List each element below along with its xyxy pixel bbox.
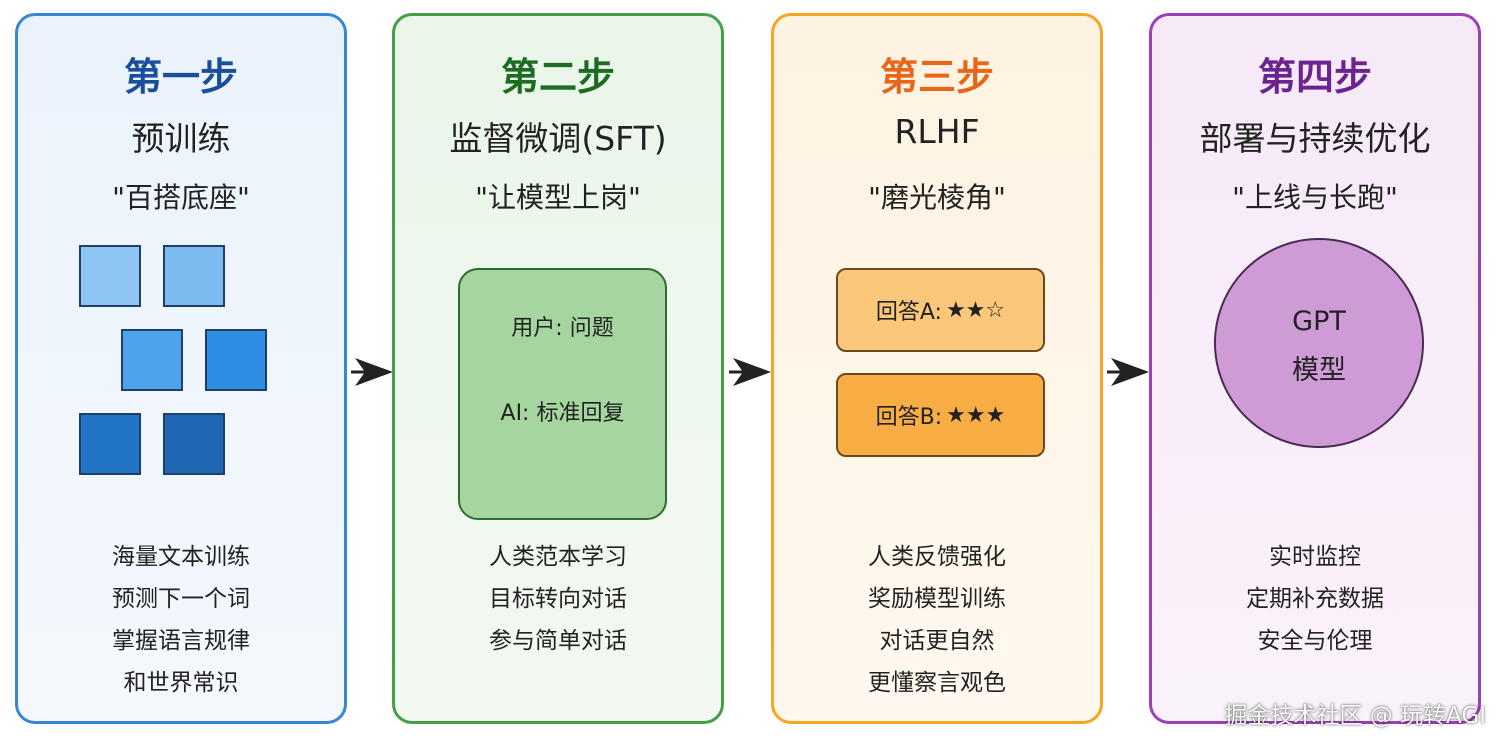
step-label: 第三步 bbox=[879, 55, 994, 99]
chat-example-box: 用户: 问题 AI: 标准回复 bbox=[458, 268, 667, 520]
data-block bbox=[79, 245, 141, 307]
rating-label: 回答A: bbox=[875, 300, 942, 325]
description-line: 人类范本学习 bbox=[489, 544, 627, 570]
step-card-rlhf: 第三步 RLHF "磨光棱角" 回答A: ★★☆ 回答B: ★★★ 人类反馈强化… bbox=[771, 13, 1103, 724]
data-block bbox=[163, 245, 225, 307]
model-name: GPT bbox=[1292, 306, 1346, 337]
step-title: RLHF bbox=[894, 112, 980, 151]
data-block bbox=[163, 413, 225, 475]
description-line: 人类反馈强化 bbox=[868, 544, 1006, 570]
gpt-model-circle: GPT 模型 bbox=[1214, 238, 1424, 448]
step-label: 第二步 bbox=[500, 55, 615, 99]
rating-box-b: 回答B: ★★★ bbox=[836, 373, 1045, 457]
model-label: 模型 bbox=[1292, 355, 1346, 386]
step-title: 监督微调(SFT) bbox=[449, 119, 667, 158]
chat-ai-line: AI: 标准回复 bbox=[500, 401, 625, 426]
rating-box-a: 回答A: ★★☆ bbox=[836, 268, 1045, 352]
chat-user-line: 用户: 问题 bbox=[511, 316, 614, 341]
description-line: 安全与伦理 bbox=[1257, 628, 1373, 654]
step-slogan: "百搭底座" bbox=[112, 181, 250, 214]
description-line: 奖励模型训练 bbox=[868, 586, 1006, 612]
arrow-right-icon bbox=[1107, 358, 1149, 386]
description-line: 参与简单对话 bbox=[489, 628, 627, 654]
description-line: 掌握语言规律 bbox=[112, 628, 250, 654]
step-description: 实时监控 定期补充数据 安全与伦理 bbox=[1152, 536, 1478, 662]
step-slogan: "上线与长跑" bbox=[1232, 181, 1398, 214]
step-title: 预训练 bbox=[131, 119, 231, 158]
step-card-deployment: 第四步 部署与持续优化 "上线与长跑" GPT 模型 实时监控 定期补充数据 安… bbox=[1149, 13, 1481, 724]
step-title: 部署与持续优化 bbox=[1199, 119, 1431, 158]
step-card-pretraining: 第一步 预训练 "百搭底座" 海量文本训练 预测下一个词 掌握语言规律 和世界常… bbox=[15, 13, 347, 724]
arrow-right-icon bbox=[729, 358, 771, 386]
data-block bbox=[79, 413, 141, 475]
star-rating-icon: ★★☆ bbox=[945, 297, 1006, 323]
step-slogan: "让模型上岗" bbox=[475, 181, 641, 214]
description-line: 目标转向对话 bbox=[489, 586, 627, 612]
watermark: 掘金技术社区 @ 玩转AGI bbox=[1224, 703, 1486, 729]
step-description: 海量文本训练 预测下一个词 掌握语言规律 和世界常识 bbox=[18, 536, 344, 704]
description-line: 更懂察言观色 bbox=[868, 670, 1006, 696]
star-rating-icon: ★★★ bbox=[946, 402, 1006, 428]
data-block bbox=[121, 329, 183, 391]
step-description: 人类反馈强化 奖励模型训练 对话更自然 更懂察言观色 bbox=[774, 536, 1100, 704]
description-line: 海量文本训练 bbox=[112, 544, 250, 570]
step-slogan: "磨光棱角" bbox=[868, 181, 1006, 214]
data-block bbox=[205, 329, 267, 391]
arrow-right-icon bbox=[351, 358, 393, 386]
step-card-sft: 第二步 监督微调(SFT) "让模型上岗" 用户: 问题 AI: 标准回复 人类… bbox=[392, 13, 724, 724]
description-line: 对话更自然 bbox=[879, 628, 995, 654]
description-line: 和世界常识 bbox=[123, 670, 239, 696]
description-line: 定期补充数据 bbox=[1246, 586, 1384, 612]
step-label: 第一步 bbox=[123, 55, 238, 99]
rating-label: 回答B: bbox=[875, 405, 943, 430]
description-line: 预测下一个词 bbox=[112, 586, 250, 612]
step-description: 人类范本学习 目标转向对话 参与简单对话 bbox=[395, 536, 721, 662]
description-line: 实时监控 bbox=[1269, 544, 1361, 570]
step-label: 第四步 bbox=[1257, 55, 1372, 99]
